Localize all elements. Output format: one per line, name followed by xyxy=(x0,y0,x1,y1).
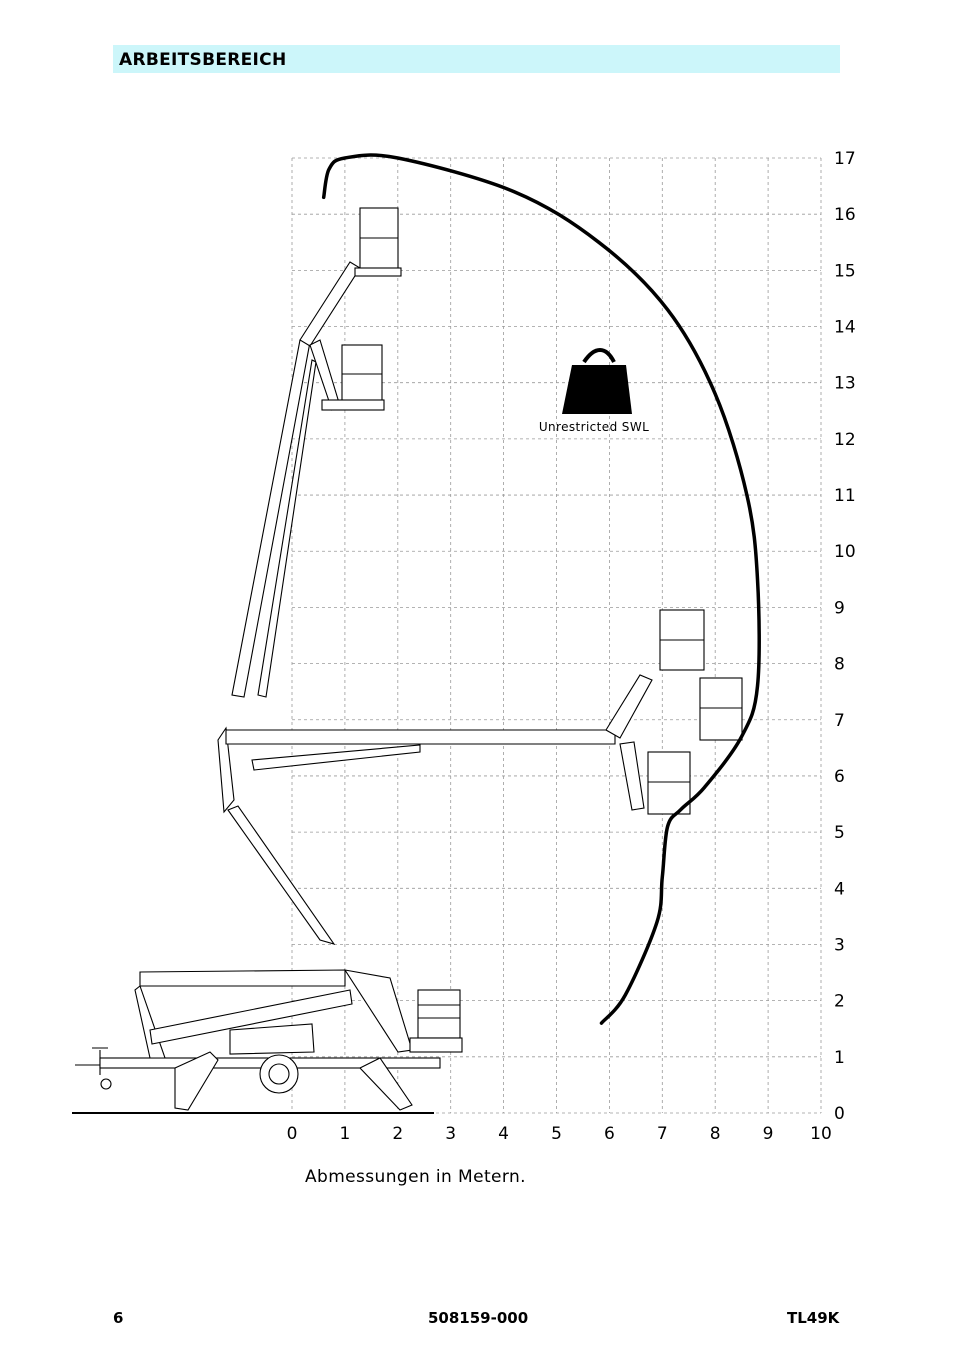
x-tick-label: 2 xyxy=(392,1124,403,1144)
x-tick-label: 1 xyxy=(339,1124,350,1144)
y-tick-label: 6 xyxy=(834,767,845,787)
x-tick-label: 3 xyxy=(445,1124,456,1144)
y-tick-label: 3 xyxy=(834,935,845,955)
dimensions-caption: Abmessungen in Metern. xyxy=(305,1167,526,1187)
y-tick-label: 13 xyxy=(834,374,856,394)
y-tick-label: 9 xyxy=(834,598,845,618)
y-tick-label: 4 xyxy=(834,879,845,899)
x-axis-ticks: 0 1 2 3 4 5 6 7 8 9 10 xyxy=(287,1124,832,1144)
y-tick-label: 17 xyxy=(834,149,856,169)
y-tick-label: 16 xyxy=(834,205,856,225)
x-tick-label: 6 xyxy=(604,1124,615,1144)
x-tick-label: 5 xyxy=(551,1124,562,1144)
y-tick-label: 15 xyxy=(834,261,856,281)
model-name: TL49K xyxy=(787,1309,840,1327)
weight-icon xyxy=(562,347,632,414)
y-tick-label: 2 xyxy=(834,992,845,1012)
x-tick-label: 7 xyxy=(657,1124,668,1144)
section-header-bar: ARBEITSBEREICH xyxy=(113,45,840,73)
y-tick-label: 14 xyxy=(834,318,856,338)
y-tick-label: 8 xyxy=(834,655,845,675)
y-tick-label: 5 xyxy=(834,823,845,843)
y-tick-label: 1 xyxy=(834,1048,845,1068)
boom-horizontal-illustration xyxy=(217,609,743,945)
y-tick-label: 11 xyxy=(834,486,856,506)
trailer-base-illustration xyxy=(75,969,463,1111)
y-tick-label: 0 xyxy=(834,1104,845,1124)
y-tick-label: 12 xyxy=(834,430,856,450)
x-tick-label: 4 xyxy=(498,1124,509,1144)
document-number: 508159-000 xyxy=(428,1309,529,1327)
dashed-grid xyxy=(291,157,822,1114)
load-label: Unrestricted SWL xyxy=(539,420,649,434)
working-envelope-curve xyxy=(321,153,761,1025)
y-tick-label: 10 xyxy=(834,542,856,562)
page-number: 6 xyxy=(113,1309,124,1327)
x-tick-label: 8 xyxy=(710,1124,721,1144)
x-tick-label: 0 xyxy=(287,1124,298,1144)
y-tick-label: 7 xyxy=(834,711,845,731)
x-tick-label: 9 xyxy=(763,1124,774,1144)
section-title: ARBEITSBEREICH xyxy=(119,50,287,70)
x-tick-label: 10 xyxy=(810,1124,832,1144)
boom-vertical-illustration xyxy=(231,207,402,698)
